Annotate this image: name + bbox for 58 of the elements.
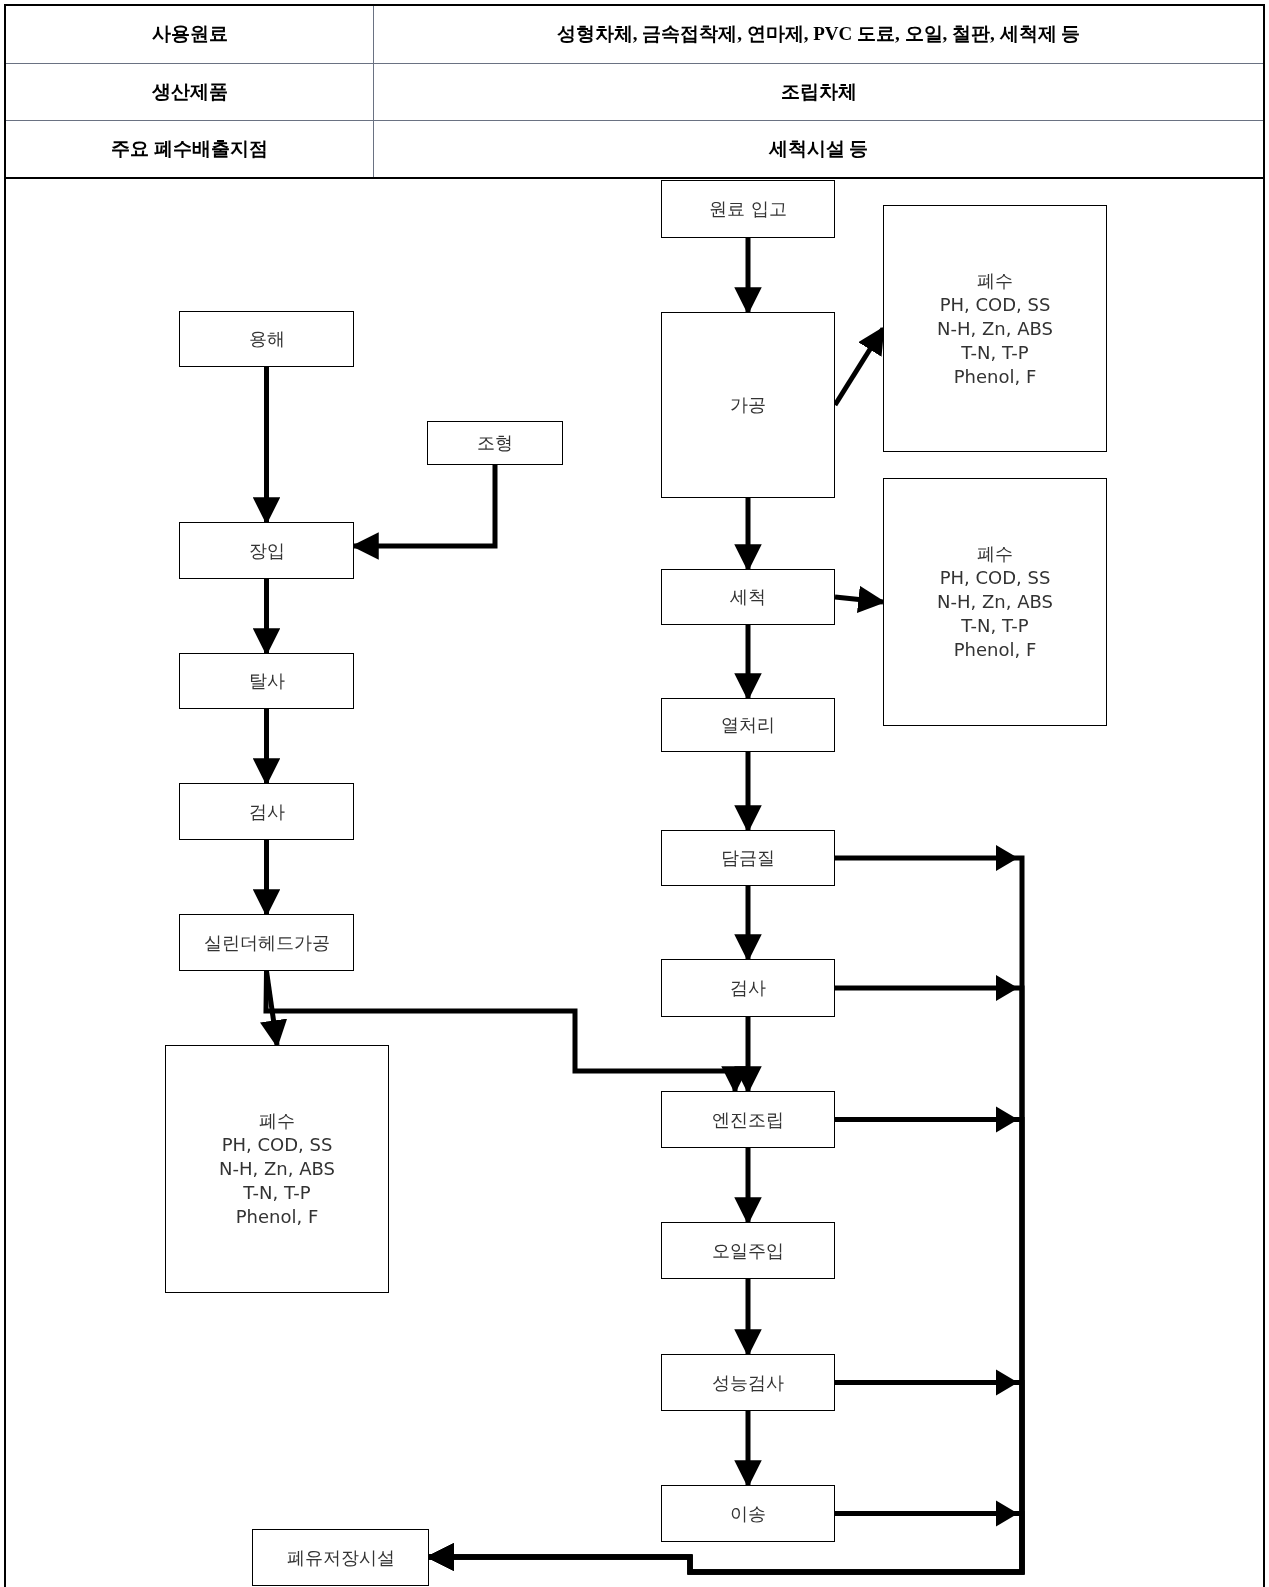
box-label: 이송 <box>730 1501 766 1526</box>
process-box <box>179 311 354 367</box>
wastewater-box <box>883 205 1107 452</box>
table-cell-text: 조립차체 <box>779 79 858 104</box>
table-cell: 사용원료 <box>6 6 374 63</box>
box-label: 열처리 <box>721 713 775 737</box>
process-box <box>661 698 835 752</box>
box-label: 검사 <box>248 799 285 824</box>
process-box <box>661 180 835 238</box>
box-heading: 폐수 <box>259 1109 295 1133</box>
process-box <box>661 830 835 886</box>
process-box <box>179 522 354 579</box>
box-label: 검사 <box>730 976 766 1000</box>
box-label: 탈사 <box>248 669 285 693</box>
wastewater-box <box>165 1045 389 1293</box>
box-label: 용해 <box>248 327 285 351</box>
process-box <box>179 783 354 840</box>
pollutant-list-line: PH, COD, SS <box>939 292 1051 317</box>
box-label: 담금질 <box>721 846 775 870</box>
table-cell-text: 세척시설 등 <box>767 136 870 161</box>
process-box <box>661 312 835 498</box>
box-label: 원료 입고 <box>709 197 787 221</box>
process-box <box>427 421 563 465</box>
box-label: 실린더헤드가공 <box>203 930 330 955</box>
table-cell: 생산제품 <box>6 64 374 120</box>
pollutant-list-line: PH, COD, SS <box>221 1133 333 1157</box>
box-label: 세척 <box>730 585 766 609</box>
process-box <box>661 569 835 625</box>
process-box <box>661 1091 835 1148</box>
pollutant-list-line: N-H, Zn, ABS <box>219 1157 335 1181</box>
process-box <box>252 1529 429 1586</box>
pollutant-list-line: Phenol, F <box>235 1205 319 1229</box>
box-heading: 폐수 <box>977 542 1013 566</box>
process-box <box>179 914 354 971</box>
wastewater-box <box>883 478 1107 726</box>
box-label: 조형 <box>477 431 513 455</box>
pollutant-list-line: PH, COD, SS <box>939 566 1051 590</box>
process-box <box>661 1354 835 1411</box>
box-label: 오일주입 <box>712 1238 784 1263</box>
pollutant-list-line: T-N, T-P <box>961 614 1029 638</box>
process-box <box>661 1485 835 1542</box>
table-cell: 주요 폐수배출지점 <box>6 121 374 177</box>
box-label: 장입 <box>248 538 285 563</box>
pollutant-list-line: T-N, T-P <box>961 340 1029 365</box>
pollutant-list-line: Phenol, F <box>953 364 1037 389</box>
pollutant-list-line: T-N, T-P <box>243 1181 311 1205</box>
box-label: 가공 <box>730 393 766 417</box>
process-box <box>661 1222 835 1279</box>
process-box <box>661 959 835 1017</box>
box-heading: 폐수 <box>977 268 1013 293</box>
table-cell-text: 성형차체, 금속접착제, 연마제, PVC 도료, 오일, 철판, 세척제 등 <box>555 22 1082 47</box>
box-label: 엔진조립 <box>712 1107 784 1132</box>
pollutant-list-line: N-H, Zn, ABS <box>937 590 1053 614</box>
pollutant-list-line: N-H, Zn, ABS <box>937 316 1053 341</box>
pollutant-list-line: Phenol, F <box>953 638 1037 662</box>
box-label: 폐유저장시설 <box>286 1545 395 1570</box>
box-label: 성능검사 <box>712 1370 784 1395</box>
process-box <box>179 653 354 709</box>
